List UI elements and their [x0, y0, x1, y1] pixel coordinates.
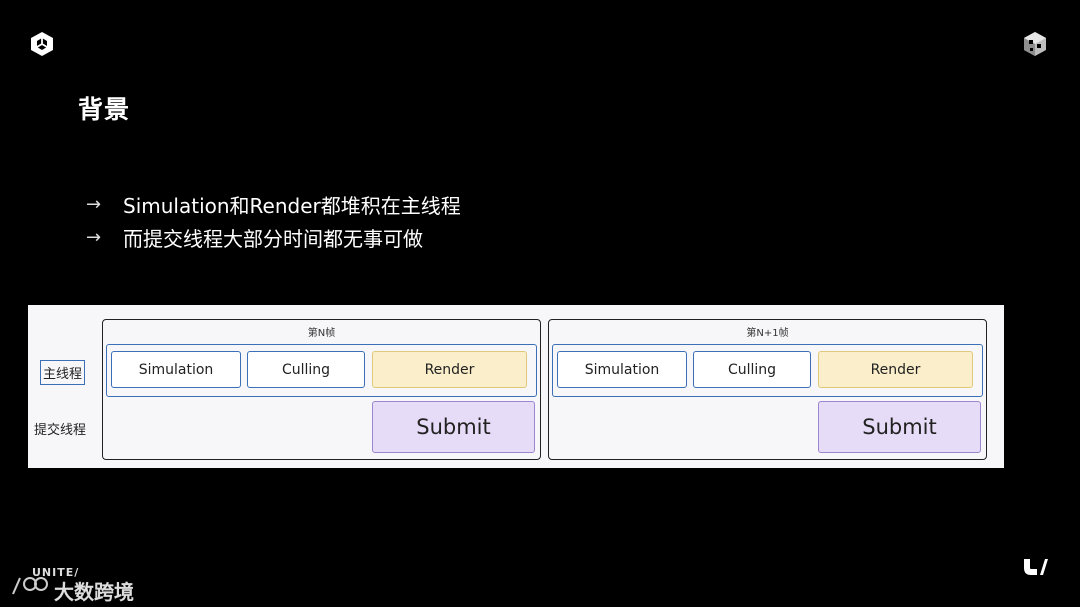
unity-logo-icon — [31, 32, 53, 56]
culling-task: Culling — [247, 351, 365, 388]
arrow-right-icon: → — [86, 227, 102, 248]
unity-cube-icon — [1024, 32, 1046, 56]
watermark-icon — [12, 577, 48, 595]
frame-title: 第N+1帧 — [746, 328, 789, 339]
bullet-item: → 而提交线程大部分时间都无事可做 — [86, 221, 461, 254]
thread-timeline-diagram: 主线程 提交线程 第N帧 Simulation Culling Render S… — [28, 305, 1004, 468]
bullet-text: 而提交线程大部分时间都无事可做 — [123, 227, 423, 251]
unity-u-logo-icon — [1024, 559, 1048, 575]
main-thread-label: 主线程 — [40, 360, 86, 385]
brand-name: 大数跨境 — [54, 580, 134, 604]
main-thread-lane — [552, 344, 983, 397]
submit-task: Submit — [818, 401, 981, 453]
simulation-task: Simulation — [557, 351, 687, 388]
frame-title: 第N帧 — [307, 328, 336, 339]
event-label: UNITE/ — [32, 566, 80, 579]
frame-n: 第N帧 Simulation Culling Render Submit — [102, 319, 541, 460]
submit-thread-label: 提交线程 — [34, 423, 87, 438]
main-thread-lane — [106, 344, 537, 397]
simulation-task: Simulation — [111, 351, 241, 388]
bullet-item: → Simulation和Render都堆积在主线程 — [86, 188, 461, 221]
bullet-text: Simulation和Render都堆积在主线程 — [123, 194, 461, 218]
render-task: Render — [372, 351, 527, 388]
submit-task: Submit — [372, 401, 535, 453]
bullet-list: → Simulation和Render都堆积在主线程 → 而提交线程大部分时间都… — [86, 188, 461, 254]
frame-n-plus-1: 第N+1帧 Simulation Culling Render Submit — [548, 319, 987, 460]
render-task: Render — [818, 351, 973, 388]
slide-title: 背景 — [78, 95, 131, 124]
arrow-right-icon: → — [86, 194, 102, 215]
culling-task: Culling — [693, 351, 811, 388]
